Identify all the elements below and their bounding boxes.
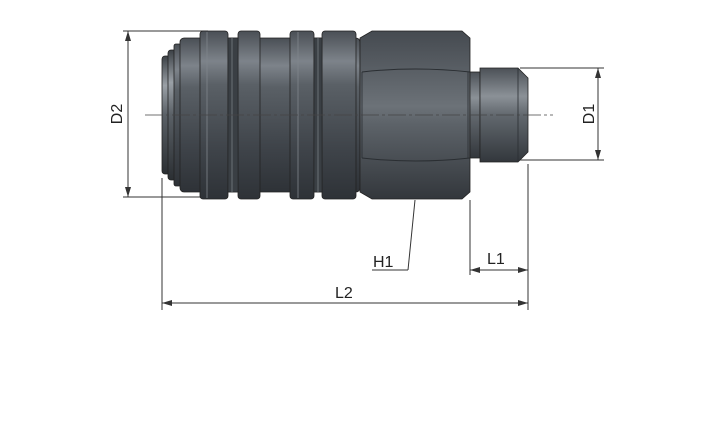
dimension-l2: L2 [161,178,528,310]
d1-label: D1 [581,104,598,125]
dimension-d1: D1 [520,67,604,161]
leader-h1: H1 [372,199,416,271]
l2-label: L2 [335,285,353,302]
d2-label: D2 [109,104,126,125]
dimension-d2: D2 [109,30,208,198]
h1-label: H1 [373,254,394,271]
l1-label: L1 [487,251,505,268]
dimension-l1: L1 [469,164,529,310]
